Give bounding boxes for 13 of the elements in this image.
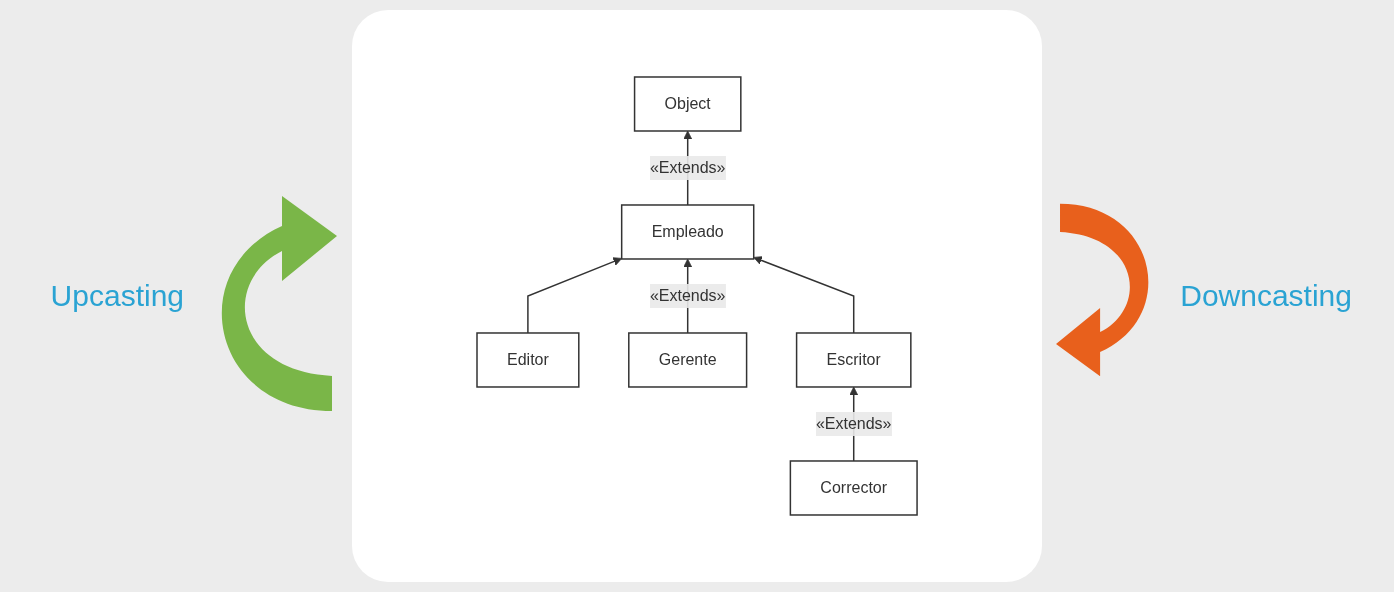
edge-label: «Extends» (649, 159, 726, 176)
side-label: Downcasting (1180, 279, 1352, 313)
node-box: Gerente (628, 332, 748, 388)
side-label: Upcasting (50, 279, 184, 313)
node-box: Corrector (789, 460, 918, 516)
node-box: Empleado (620, 204, 755, 260)
node-box: Editor (476, 332, 580, 388)
arrow (527, 257, 623, 334)
edge-label: «Extends» (815, 414, 892, 432)
arrow (753, 256, 855, 334)
edge-label: «Extends» (649, 286, 726, 304)
node-box: Object (633, 76, 742, 132)
node-box: Escritor (795, 332, 912, 388)
